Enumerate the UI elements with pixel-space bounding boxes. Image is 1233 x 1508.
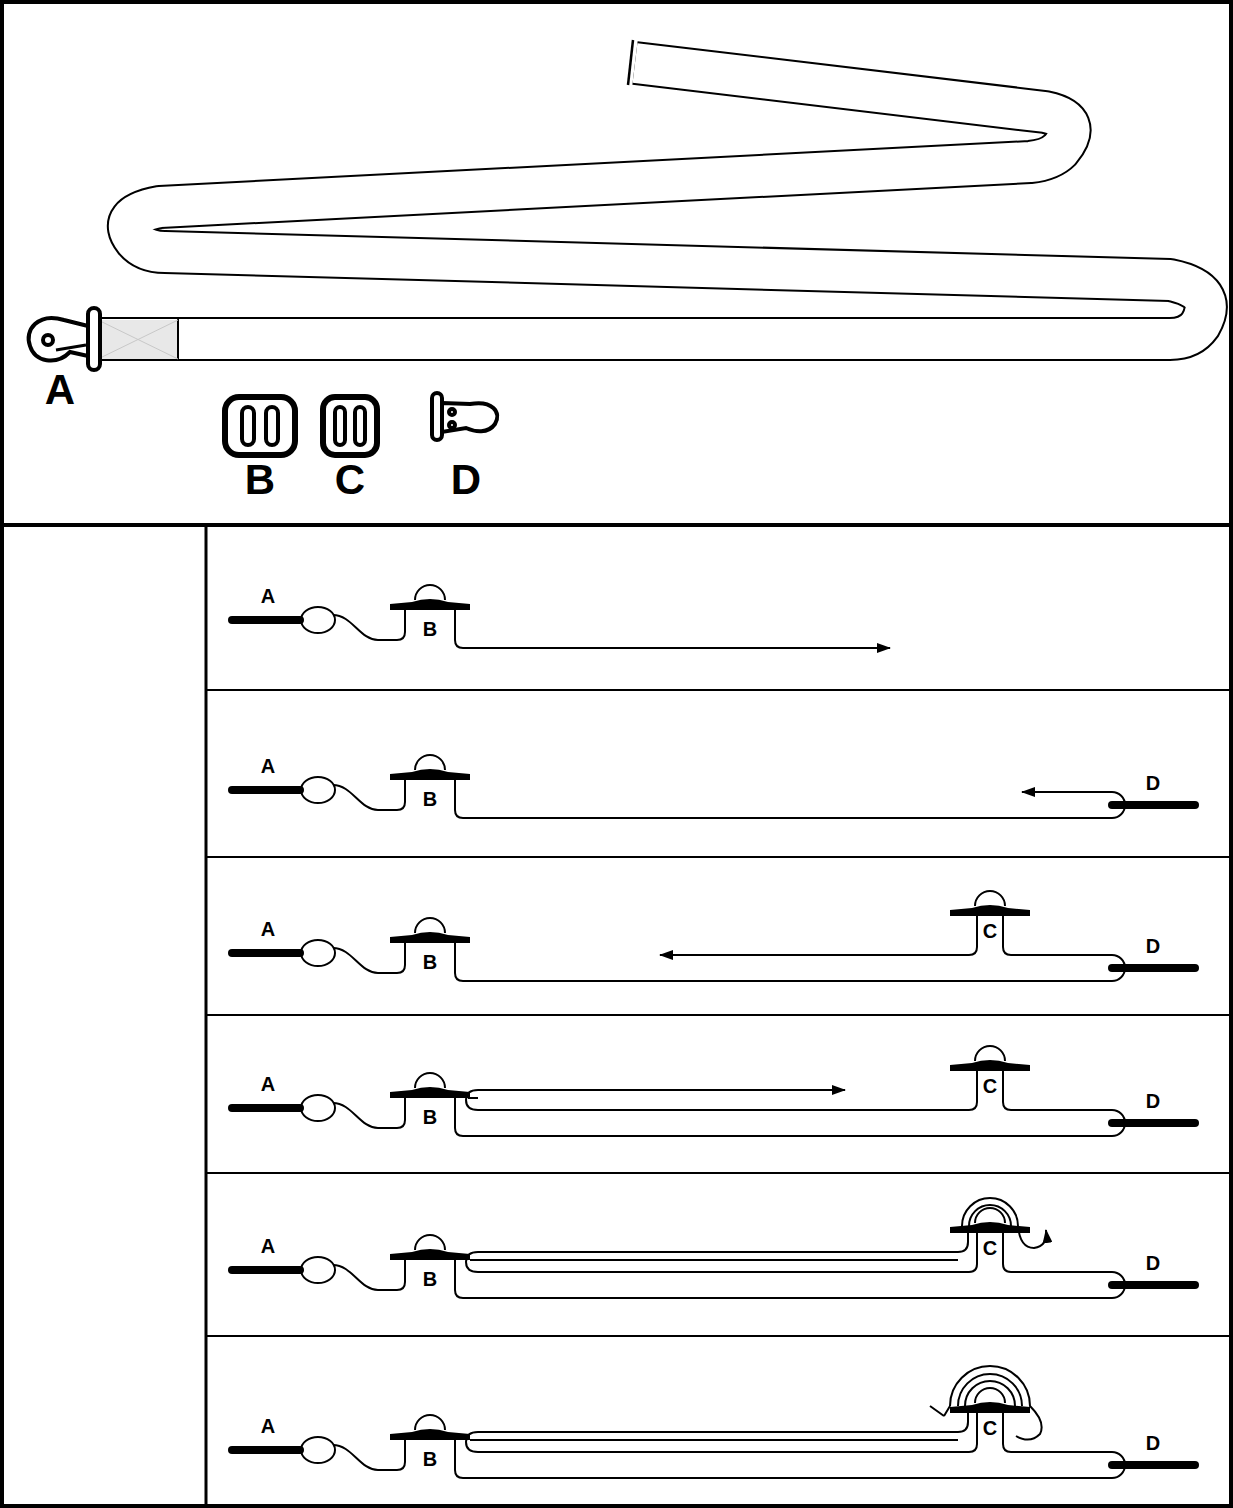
part-label: A <box>261 1236 275 1256</box>
part-label: B <box>423 1449 437 1469</box>
part-label: B <box>423 619 437 639</box>
part-label: C <box>983 1418 997 1438</box>
snap-hook <box>29 308 100 370</box>
part-label: C <box>983 1076 997 1096</box>
part-label: C <box>983 1238 997 1258</box>
part-label: D <box>1146 1091 1160 1111</box>
part-label: D <box>1146 773 1160 793</box>
slide-buckle <box>225 397 295 455</box>
part-letter: A <box>45 369 75 411</box>
slide-buckle <box>323 397 377 455</box>
part-letter: B <box>245 459 275 501</box>
strap <box>97 40 1206 361</box>
divider <box>205 525 208 1508</box>
part-letter: D <box>451 459 481 501</box>
part-label: D <box>1146 1253 1160 1273</box>
step-1 <box>232 585 890 648</box>
part-label: C <box>983 921 997 941</box>
divider <box>0 523 1233 527</box>
part-label: B <box>423 1107 437 1127</box>
step-6 <box>232 1366 1195 1478</box>
part-label: D <box>1146 1433 1160 1453</box>
part-label: B <box>423 952 437 972</box>
panel-dividers <box>206 690 1233 1336</box>
part-letter: C <box>335 459 365 501</box>
step-2 <box>232 755 1195 818</box>
part-label: A <box>261 586 275 606</box>
step-4 <box>232 1046 1195 1136</box>
part-label: A <box>261 1074 275 1094</box>
part-label: A <box>261 1416 275 1436</box>
part-label: D <box>1146 936 1160 956</box>
snap-hook <box>432 393 497 440</box>
part-label: B <box>423 1269 437 1289</box>
part-label: B <box>423 789 437 809</box>
part-label: A <box>261 919 275 939</box>
part-label: A <box>261 756 275 776</box>
step-5 <box>232 1198 1195 1298</box>
step-3 <box>232 891 1195 981</box>
